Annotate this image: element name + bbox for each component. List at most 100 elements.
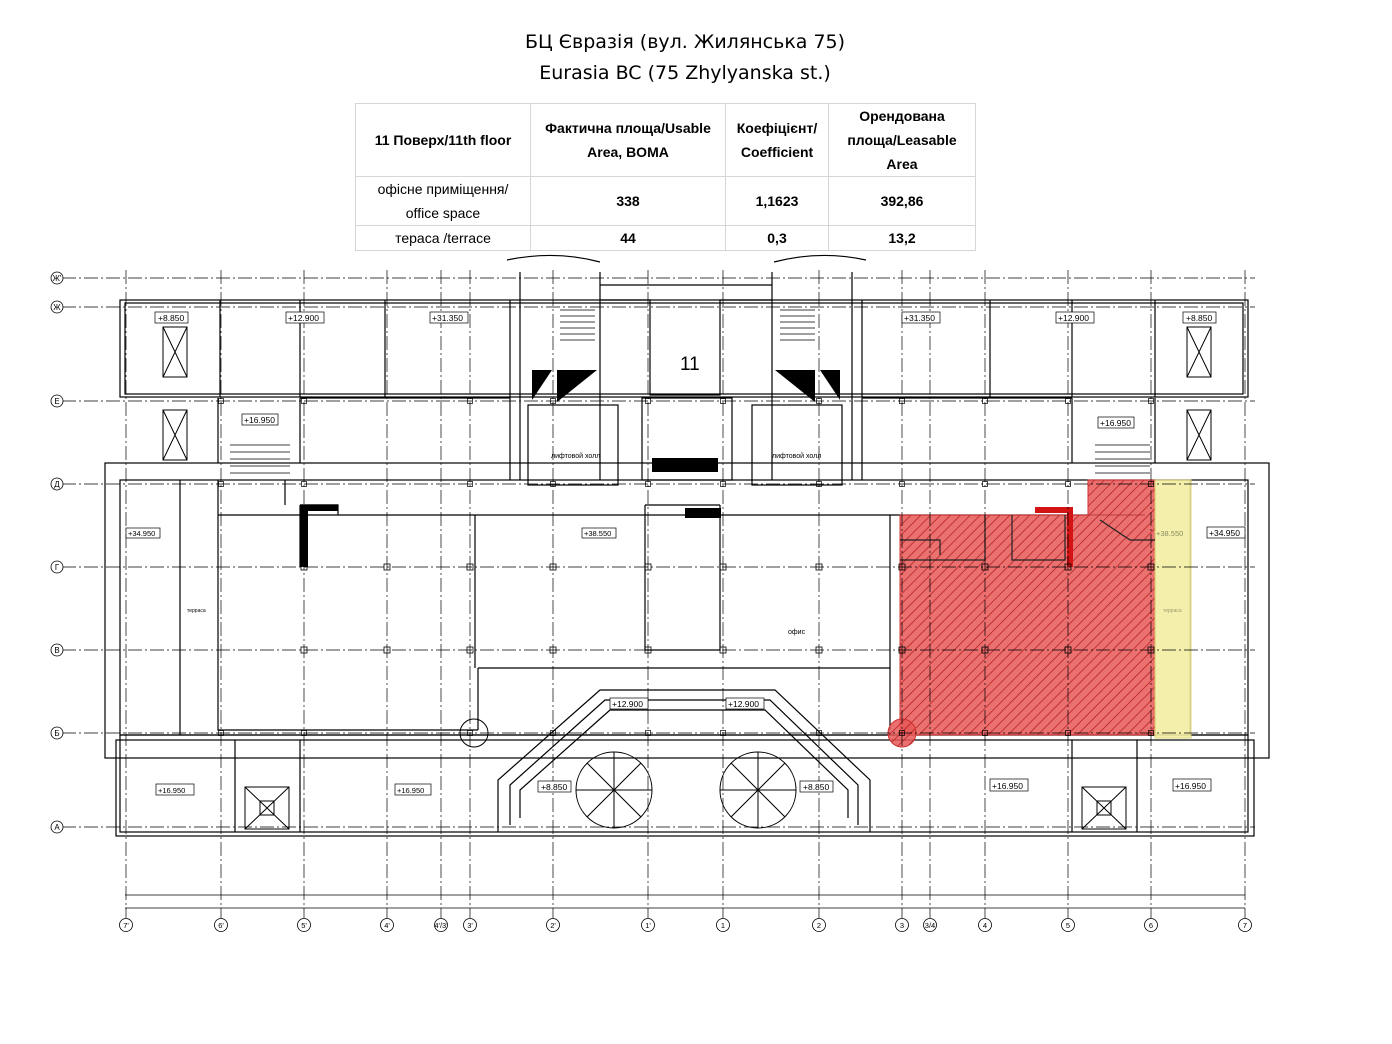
elevation-label: +16.950 xyxy=(158,786,185,795)
elevation-label: +31.350 xyxy=(904,313,935,323)
row-axis-bubble: Д xyxy=(50,477,64,491)
highlights xyxy=(887,479,1192,748)
row-leasable: 392,86 xyxy=(828,176,976,226)
row-axis-label: Д xyxy=(54,480,60,489)
elevation-label: +31.350 xyxy=(432,313,463,323)
elevation-label: +34.950 xyxy=(1209,528,1240,538)
column-axis-bubble: 3 xyxy=(895,918,909,932)
column-axis-label: 6 xyxy=(1149,921,1153,930)
area-table: 11 Поверх/11th floor Фактична площа/Usab… xyxy=(355,103,976,251)
header-floor: 11 Поверх/11th floor xyxy=(355,103,531,177)
column-axis-bubble: 1' xyxy=(641,918,655,932)
row-leasable: 13,2 xyxy=(828,225,976,251)
lift-hall-label: лифтовой холл xyxy=(772,452,821,460)
row-axis-bubble: Ж xyxy=(50,300,64,314)
column-axis-bubble: 4' xyxy=(380,918,394,932)
dimension-lines xyxy=(125,894,1245,909)
office-label: офис xyxy=(788,629,806,636)
row-usable: 338 xyxy=(530,176,726,226)
elevation-label: +12.900 xyxy=(288,313,319,323)
row-axis-bubble: Е xyxy=(50,394,64,408)
row-axis-bubble: В xyxy=(50,643,64,657)
title-english: Eurasia BC (75 Zhylyanska st.) xyxy=(539,62,831,84)
column-axis-label: 5' xyxy=(301,921,307,930)
row-axis-bubble: Ж' xyxy=(50,271,64,285)
row-axis-label: Г xyxy=(55,563,60,572)
column-axis-label: 2' xyxy=(550,921,556,930)
table-row: офісне приміщення/ office space 338 1,16… xyxy=(355,176,976,226)
building-outline xyxy=(104,254,1270,837)
elevation-label: +8.850 xyxy=(803,782,830,792)
header-leasable: Орендована площа/Leasable Area xyxy=(828,103,976,177)
skylights xyxy=(162,326,1212,830)
table-header-row: 11 Поверх/11th floor Фактична площа/Usab… xyxy=(355,103,976,177)
elevation-label: +8.850 xyxy=(541,782,568,792)
column-axis-label: 1 xyxy=(721,921,725,930)
column-axis-label: 4'/3' xyxy=(434,921,448,930)
red-wall-segment xyxy=(1067,507,1073,567)
row-axis-bubble: А xyxy=(50,820,64,834)
elevation-label: +8.850 xyxy=(1186,313,1213,323)
row-coefficient: 1,1623 xyxy=(725,176,829,226)
column-axis-label: 3/4 xyxy=(925,921,935,930)
terrace-highlight xyxy=(1154,479,1192,739)
elevation-label: +12.900 xyxy=(1058,313,1089,323)
core-solids xyxy=(300,370,840,567)
column-axis-bubble: 7' xyxy=(119,918,133,932)
title-ukrainian: БЦ Євразія (вул. Жилянська 75) xyxy=(524,31,846,53)
room-labels: лифтовой холл лифтовой холл офис терраса… xyxy=(187,452,1182,636)
column-axis-label: 4 xyxy=(983,921,987,930)
stairs xyxy=(230,309,1150,474)
column-axis-bubble: 1 xyxy=(716,918,730,932)
column-axis-bubble: 4'/3' xyxy=(434,918,448,932)
elevation-label: +16.950 xyxy=(1100,418,1131,428)
red-wall-segment xyxy=(1035,507,1073,513)
column-axis-label: 3 xyxy=(900,921,904,930)
elevation-label: +34.950 xyxy=(128,529,155,538)
axis-labels: Ж' Ж Е Д Г В Б А 7' 6' 5' 4' 4'/3' 3' 2' 1' 1 2 3 3/4 4 5 6 7 xyxy=(50,271,1252,932)
row-coefficient: 0,3 xyxy=(725,225,829,251)
row-axis-bubble: Б xyxy=(50,726,64,740)
row-axis-label: Б xyxy=(54,729,59,738)
column-axis-bubble: 4 xyxy=(978,918,992,932)
elevation-label: +12.900 xyxy=(728,699,759,709)
row-axis-label: А xyxy=(54,823,60,832)
elevation-label: +16.950 xyxy=(992,781,1023,791)
column-axis-label: 6' xyxy=(218,921,224,930)
elevation-label: +16.950 xyxy=(397,786,424,795)
column-axis-bubble: 3/4 xyxy=(923,918,937,932)
row-axis-label: Ж' xyxy=(53,274,62,283)
column-axis-label: 7 xyxy=(1243,921,1247,930)
elevation-label: +12.900 xyxy=(612,699,643,709)
elevation-label: +38.550 xyxy=(1156,529,1183,538)
column-axis-label: 2 xyxy=(817,921,821,930)
column-axis-bubble: 7 xyxy=(1238,918,1252,932)
column-axis-bubble: 3' xyxy=(463,918,477,932)
column-axis-bubble: 6 xyxy=(1144,918,1158,932)
elevation-label: +16.950 xyxy=(1175,781,1206,791)
column-axis-bubble: 2 xyxy=(812,918,826,932)
column-axis-bubble: 2' xyxy=(546,918,560,932)
row-axis-label: Ж xyxy=(53,303,61,312)
terrace-label: терраса xyxy=(1163,608,1182,614)
row-axis-label: Е xyxy=(54,397,59,406)
axis-grid xyxy=(62,270,1255,918)
row-label: офісне приміщення/ office space xyxy=(355,176,531,226)
floor-number: 11 xyxy=(680,354,700,375)
lift-hall-label: лифтовой холл xyxy=(551,452,600,460)
column-axis-bubble: 5' xyxy=(297,918,311,932)
elevation-label: +16.950 xyxy=(244,415,275,425)
column-axis-bubble: 5 xyxy=(1061,918,1075,932)
column-axis-label: 5 xyxy=(1066,921,1070,930)
column-axis-label: 1' xyxy=(645,921,651,930)
row-usable: 44 xyxy=(530,225,726,251)
office-highlight xyxy=(899,479,1156,736)
elevation-label: +38.550 xyxy=(584,529,611,538)
column-axis-label: 3' xyxy=(467,921,473,930)
elevation-label: +8.850 xyxy=(158,313,185,323)
table-row: тераса /terrace 44 0,3 13,2 xyxy=(355,225,976,251)
row-axis-bubble: Г xyxy=(50,560,64,574)
row-axis-label: В xyxy=(54,646,59,655)
column-axis-label: 4' xyxy=(384,921,390,930)
